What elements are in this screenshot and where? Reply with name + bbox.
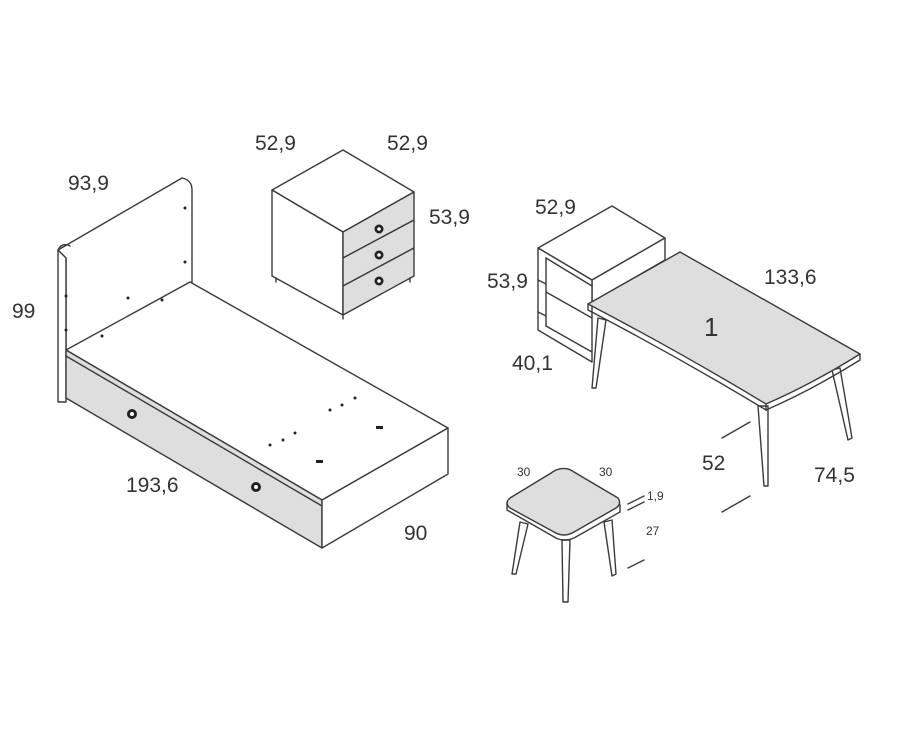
bed-width-label: 93,9	[68, 172, 109, 195]
bed-end-panel	[321, 427, 449, 549]
bed	[57, 177, 449, 549]
desk: 1	[587, 251, 861, 513]
desk-length-label: 133,6	[764, 266, 817, 289]
stool-thickness-label: 1,9	[647, 489, 664, 503]
stool-width-label: 30	[517, 465, 531, 479]
desk-leg-front-left	[591, 317, 607, 389]
shelf-unit-depth-label: 40,1	[512, 352, 553, 375]
shelf-unit-width-label: 52,9	[535, 196, 576, 219]
bed-depth-label: 90	[404, 522, 427, 545]
desk-leg-front-right	[757, 405, 769, 487]
stool-leg-front	[561, 539, 571, 603]
desk-height-label: 74,5	[814, 464, 855, 487]
shelf-unit-height-label: 53,9	[487, 270, 528, 293]
desk-marker: 1	[704, 312, 718, 342]
desk-leg-back-right	[831, 367, 853, 441]
stool	[506, 467, 645, 603]
stool-leg-front-left	[511, 521, 529, 575]
nightstand	[271, 149, 415, 320]
stool-height-label: 27	[646, 524, 660, 538]
shelf-unit	[537, 205, 666, 363]
nightstand-height-label: 53,9	[429, 206, 470, 229]
bed-length-label: 193,6	[126, 474, 179, 497]
shelf-unit-front	[537, 247, 593, 363]
desk-width-label: 52	[702, 452, 725, 475]
nightstand-width-label: 52,9	[255, 132, 296, 155]
stool-leg-right	[603, 519, 617, 577]
nightstand-depth-label: 52,9	[387, 132, 428, 155]
stool-depth-label: 30	[599, 465, 613, 479]
bed-height-label: 99	[12, 300, 35, 323]
stool-top	[506, 467, 621, 536]
